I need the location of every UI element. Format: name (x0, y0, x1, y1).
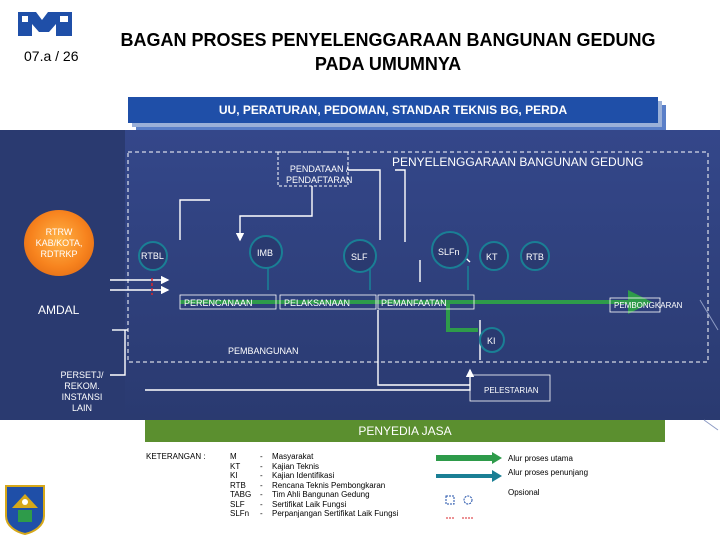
title-line-2: PADA UMUMNYA (314, 54, 462, 74)
regulation-banner: UU, PERATURAN, PEDOMAN, STANDAR TEKNIS B… (128, 97, 658, 123)
legend-desc: Kajian Identifikasi (272, 471, 335, 480)
legend-desc-list: Masyarakat Kajian Teknis Kajian Identifi… (272, 452, 398, 519)
legend-desc: Sertifikat Laik Fungsi (272, 499, 347, 509)
legend-abbr: M (230, 452, 237, 461)
page-title: BAGAN PROSES PENYELENGGARAAN BANGUNAN GE… (88, 28, 688, 76)
rtrw-line-3: RDTRKP (40, 248, 78, 259)
label-ki: KI (487, 336, 496, 346)
node-rtbl (138, 241, 168, 271)
legend-desc: Tim Ahli Bangunan Gedung (272, 490, 370, 499)
legend-symbols (436, 452, 502, 519)
label-pelestarian: PELESTARIAN (484, 386, 539, 395)
stage-pembongkaran-box (609, 297, 661, 313)
stage-pelaksanaan-box (279, 294, 377, 310)
node-slf (343, 239, 377, 273)
stage-pemanfaatan: PEMANFAATAN (381, 298, 447, 308)
label-kt: KT (486, 252, 498, 262)
optional-box-symbol (445, 495, 455, 505)
label-slf: SLF (351, 252, 368, 262)
stage-pembongkaran: PEMBONGKARAN (614, 301, 683, 310)
legend-abbr: KT (230, 461, 241, 471)
persetj-line-2: REKOM. (64, 381, 100, 391)
pendataan-line-2: PENDAFTARAN (286, 175, 353, 185)
province-emblem (5, 485, 45, 536)
persetj-label: PERSETJ/ REKOM. INSTANSI LAIN (48, 370, 116, 414)
legend-desc: Perpanjangan Sertifikat Laik Fungsi (272, 509, 399, 518)
optional-circle-symbol (463, 495, 473, 505)
main-flow-label: Alur proses utama (508, 454, 573, 463)
legend-desc: Masyarakat (272, 452, 314, 461)
legend-abbr: KI (230, 471, 238, 480)
title-line-1: BAGAN PROSES PENYELENGGARAAN BANGUNAN GE… (120, 30, 656, 50)
legend-desc: Kajian Teknis (272, 461, 319, 471)
persetj-line-4: LAIN (71, 403, 92, 413)
region-boundary (127, 151, 709, 363)
rtrw-line-2: KAB/KOTA, (35, 237, 83, 248)
ministry-logo (16, 10, 74, 38)
pelestarian-box (469, 374, 551, 402)
stage-pelaksanaan: PELAKSANAAN (284, 298, 351, 308)
label-pembangunan: PEMBANGUNAN (228, 346, 299, 356)
legend-abbr-list: M KT KI RTB TABG SLF SLFn (230, 452, 251, 519)
stage-perencanaan: PERENCANAAN (184, 298, 253, 308)
persetj-line-1: PERSETJ/ (60, 370, 104, 380)
persetj-line-3: INSTANSI (61, 392, 103, 402)
rtrw-line-1: RTRW (45, 226, 73, 237)
label-slfn: SLFn (438, 247, 460, 257)
node-ki (479, 327, 505, 353)
slide-code: 07.a / 26 (24, 48, 79, 64)
legend-abbr: TABG (230, 490, 252, 499)
rtrw-circle: RTRW KAB/KOTA, RDTRKP (24, 210, 94, 276)
legend-abbr: RTB (230, 480, 246, 490)
penyedia-jasa-bar: PENYEDIA JASA (145, 420, 665, 442)
stage-perencanaan-box (179, 294, 277, 310)
node-imb (249, 235, 283, 269)
support-flow-label: Alur proses penunjang (508, 468, 589, 477)
amdal-label: AMDAL (38, 303, 80, 317)
legend-heading: KETERANGAN : (146, 452, 206, 461)
legend: KETERANGAN : M KT KI RTB TABG SLF SLFn -… (140, 448, 720, 540)
node-rtb (520, 241, 550, 271)
pendataan-label: PENDATAAN / PENDAFTARAN (286, 164, 352, 186)
node-slfn (431, 231, 469, 269)
legend-dash-list: ------- (260, 452, 263, 518)
legend-abbr: SLFn (230, 509, 250, 518)
optional-label: Opsional (508, 488, 540, 497)
pendataan-box (277, 151, 349, 187)
legend-abbr: SLF (230, 499, 245, 509)
node-kt (479, 241, 509, 271)
main-panel-bg (125, 130, 720, 420)
stage-pemanfaatan-box (377, 294, 475, 310)
process-diagram (0, 130, 720, 440)
pendataan-line-1: PENDATAAN / (289, 164, 349, 174)
label-rtb: RTB (526, 252, 544, 262)
label-imb: IMB (257, 248, 274, 258)
label-rtbl: RTBL (141, 251, 164, 261)
region-title: PENYELENGGARAAN BANGUNAN GEDUNG (392, 155, 644, 169)
legend-desc: Rencana Teknis Pembongkaran (272, 480, 386, 490)
